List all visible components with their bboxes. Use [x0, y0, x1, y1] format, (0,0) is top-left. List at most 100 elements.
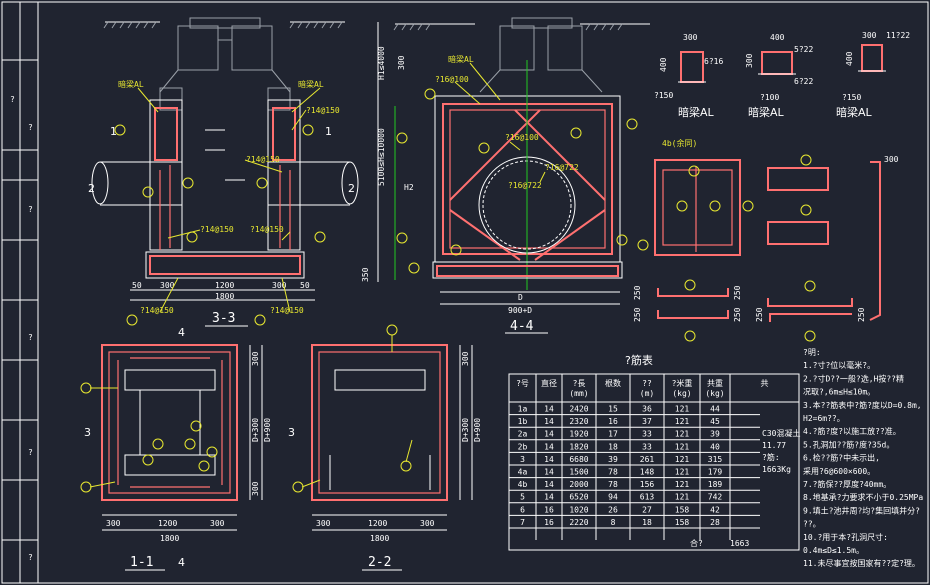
section-3-3-title: 3-3 [212, 311, 235, 326]
cut-mark-1-right: 1 [325, 125, 332, 138]
table-cell: 3 [520, 455, 525, 464]
dim-33-50b: 50 [300, 281, 310, 290]
dim-22-300a: 300 [461, 351, 470, 366]
title-cell-1: ? [10, 95, 15, 104]
dim-11-1200: 1200 [158, 519, 177, 528]
table-cell: 4b [518, 480, 528, 489]
al3-label: 暗梁AL [836, 105, 873, 119]
table-cell: 16 [544, 505, 554, 514]
callout-balloons-22 [292, 324, 412, 493]
table-cell: 121 [675, 417, 690, 426]
rebar-note-1: ?14@150 [306, 106, 340, 115]
dim-al2-300: 300 [745, 53, 754, 68]
dim-33-300b: 300 [272, 281, 287, 290]
table-grid [509, 374, 799, 540]
table-header-cell: ?長 [573, 379, 586, 388]
dim-44-D: D [518, 293, 523, 302]
anliang-label-3: 暗梁AL [448, 54, 474, 64]
table-cell: 121 [675, 480, 690, 489]
note-line: 7.?筋保??厚度?40mm。 [803, 479, 891, 489]
dim-al3-300: 300 [862, 31, 877, 40]
table-total-label: 合? [690, 538, 703, 548]
table-cell: 158 [675, 505, 690, 514]
c30-unit: ?筋: [762, 452, 780, 462]
table-cell: 6520 [569, 493, 588, 502]
table-header-cell: ?? [642, 379, 652, 388]
dim-11-300c: 300 [106, 519, 121, 528]
cut-mark-4-b: 4 [178, 556, 185, 569]
table-cell: 1020 [569, 505, 588, 514]
table-header-cell: (kg) [672, 389, 691, 398]
dim-22-300d: 300 [420, 519, 435, 528]
table-cell: 613 [640, 493, 655, 502]
table-cell: 742 [708, 493, 723, 502]
design-notes: ?明:1.?寸?位以毫米?。2.?寸D??一般?选,H按??精 况取?,6m≤H… [803, 348, 923, 568]
table-cell: 36 [642, 405, 652, 414]
table-cell: 5 [520, 493, 525, 502]
dim-al3-bars: 11?22 [886, 31, 910, 40]
dim-11-300d: 300 [210, 519, 225, 528]
note-line: 况取?,6m≤H≤10m。 [803, 388, 875, 397]
rebar-shapes: 300 250 250 250 250 250 250 [633, 154, 899, 342]
dim-r3-250: 250 [633, 307, 642, 322]
note-line: 6.检??筋?中未示出, [803, 453, 880, 463]
section-4-4: H1≤4000 5100≤H≤10000 300 H2 350 D 900+D … [361, 17, 650, 334]
table-cell: 7 [520, 518, 525, 527]
dim-33-50a: 50 [132, 281, 142, 290]
cut-mark-4-a: 4 [178, 326, 185, 339]
c30-value: 11.77 [762, 441, 786, 450]
table-cell: 2220 [569, 518, 588, 527]
anliang-label-2: 暗梁AL [298, 79, 324, 89]
table-header-cell: (mm) [569, 389, 588, 398]
dim-44-H1: H1≤4000 [377, 46, 386, 80]
dim-r6-250: 250 [857, 307, 866, 322]
table-cell: 179 [708, 468, 723, 477]
dim-22-D900: D+900 [473, 418, 482, 442]
dim-al3-phi: ?150 [842, 93, 861, 102]
dim-44-900D: 900+D [508, 306, 532, 315]
dim-44-350: 350 [361, 267, 370, 282]
rebar-note-6: ?16@100 [435, 75, 469, 84]
dim-11-1800: 1800 [160, 534, 179, 543]
anliang-details: 300 400 300 400 300 400 6?16 5?22 6?22 1… [654, 31, 910, 119]
note-line: 9.填土?池井周?均?集回填并分? [803, 505, 920, 515]
dim-r5-250: 250 [755, 307, 764, 322]
al1-label: 暗梁AL [678, 105, 715, 119]
title-block: ? ? ? ? ? ? [2, 59, 38, 562]
table-cell: 8 [611, 518, 616, 527]
title-cell-2: ? [28, 123, 33, 132]
callout-balloons-33 [114, 124, 326, 326]
table-cell: 14 [544, 480, 554, 489]
table-cell: 148 [640, 468, 655, 477]
rebar-note-2: ?14@150 [246, 155, 280, 164]
cut-mark-2-right: 2 [348, 182, 355, 195]
dim-al2-bars-top: 5?22 [794, 45, 813, 54]
table-cell: 14 [544, 430, 554, 439]
section-3-3: 50 300 1200 300 50 1800 1 1 2 2 4 3-3 暗梁… [88, 17, 359, 339]
table-border [508, 373, 800, 551]
dim-22-1800: 1800 [370, 534, 389, 543]
note-line: 3.本??筋表中?筋?度以D=0.8m, [803, 400, 922, 410]
table-cell: 1b [518, 417, 528, 426]
table-cell: 121 [675, 430, 690, 439]
table-title: ?筋表 [625, 353, 653, 367]
note-line: 采用?6@600×600。 [803, 466, 875, 476]
table-cell: 2b [518, 442, 528, 451]
table-cell: 17 [608, 430, 618, 439]
table-header-cell: 直径 [541, 378, 557, 388]
dim-r2-250: 250 [733, 285, 742, 300]
table-cell: 14 [544, 468, 554, 477]
table-cell: 27 [642, 505, 652, 514]
note-line: ??。 [803, 520, 821, 529]
dim-11-D300: D+300 [251, 418, 260, 442]
table-header-cell: 根数 [605, 378, 621, 388]
table-cell: 33 [642, 442, 652, 451]
table-cell: 94 [608, 493, 618, 502]
note-line: 11.未尽事宜按国家有??定?理。 [803, 558, 920, 568]
cut-mark-3-left: 3 [84, 426, 91, 439]
section-2-2-title: 2-2 [368, 555, 391, 570]
dim-al2-phi: ?100 [760, 93, 779, 102]
